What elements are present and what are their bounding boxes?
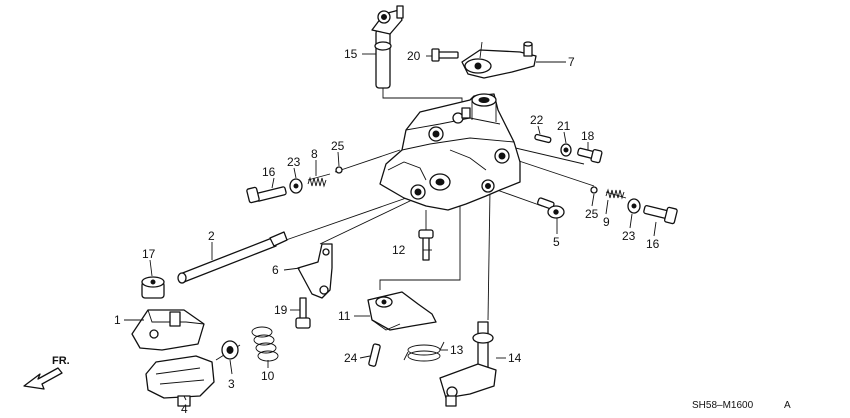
callout-14: 14 [508, 351, 522, 365]
revision-mark: A [784, 400, 791, 411]
callout-23-right: 23 [622, 229, 636, 243]
callout-7: 7 [568, 55, 575, 69]
callout-9: 9 [603, 215, 610, 229]
part-20-bolt [431, 48, 459, 62]
part-14-shaft-arm [439, 321, 497, 407]
diagram-code: SH58–M1600 [692, 400, 754, 411]
callout-leader-lines [124, 53, 657, 401]
callout-13: 13 [450, 343, 464, 357]
part-9-spring-right [605, 188, 627, 200]
shift-lever-housing [379, 93, 521, 211]
guide-line-shaft-14 [487, 189, 491, 321]
diagram-code-block: SH58–M1600 A [692, 400, 791, 411]
part-25-ball-right [590, 186, 598, 194]
part-23-washer-left [289, 178, 303, 194]
callout-15: 15 [344, 47, 358, 61]
callout-23-left: 23 [287, 155, 301, 169]
part-12-bolt [418, 229, 434, 261]
callout-21: 21 [557, 119, 571, 133]
guide-line-bolt-5 [496, 189, 543, 207]
part-7-shift-arm [461, 41, 537, 79]
arrow-left-icon [23, 367, 63, 390]
part-22-pin [534, 133, 552, 144]
part-23-washer-right [627, 198, 641, 214]
front-direction-arrow: FR. [23, 355, 70, 390]
callout-5: 5 [553, 235, 560, 249]
part-10-spring [251, 326, 279, 362]
part-21-washer [560, 143, 572, 157]
part-5-bolt [537, 197, 565, 219]
part-1-bracket [131, 309, 205, 351]
callout-12: 12 [392, 243, 406, 257]
callout-25-right: 25 [585, 207, 599, 221]
part-15-select-lever-shaft [371, 5, 404, 89]
guide-line-bolt-18 [506, 145, 585, 165]
callout-22: 22 [530, 113, 544, 127]
part-11-shift-piece [367, 291, 437, 331]
part-17-plug [141, 276, 165, 299]
guide-line-left-set [334, 149, 401, 173]
guide-line-lever-6 [319, 199, 413, 245]
callout-4: 4 [181, 402, 188, 416]
part-2-shift-shaft [177, 231, 288, 284]
guide-line-shaft-2 [285, 195, 413, 241]
callout-numbers: 15 20 7 8 23 25 16 22 21 18 25 9 23 16 5… [114, 47, 660, 416]
callout-8: 8 [311, 147, 318, 161]
part-16-bolt-left [246, 186, 287, 204]
callout-6: 6 [272, 263, 279, 277]
part-16-bolt-right [643, 204, 678, 225]
callout-25-left: 25 [331, 139, 345, 153]
callout-2: 2 [208, 229, 215, 243]
callout-10: 10 [261, 369, 275, 383]
part-6-lever [297, 243, 333, 299]
part-3-washer [221, 340, 239, 360]
part-19-bolt [295, 297, 311, 329]
callout-18: 18 [581, 129, 595, 143]
part-24-spring-pin [368, 343, 381, 367]
part-4-holder [145, 355, 215, 407]
part-25-ball-left [335, 166, 343, 174]
callout-16-right: 16 [646, 237, 660, 251]
part-18-bolt [577, 147, 603, 164]
direction-label: FR. [52, 355, 70, 367]
part-13-return-spring [403, 341, 445, 362]
guide-line-right-set [509, 157, 595, 187]
callout-19: 19 [274, 303, 288, 317]
part-8-spring-left [307, 173, 331, 188]
callout-1: 1 [114, 313, 121, 327]
callout-11: 11 [338, 309, 351, 323]
callout-20: 20 [407, 49, 421, 63]
callout-3: 3 [228, 377, 235, 391]
callout-16-left: 16 [262, 165, 276, 179]
callout-17: 17 [142, 247, 156, 261]
callout-24: 24 [344, 351, 358, 365]
